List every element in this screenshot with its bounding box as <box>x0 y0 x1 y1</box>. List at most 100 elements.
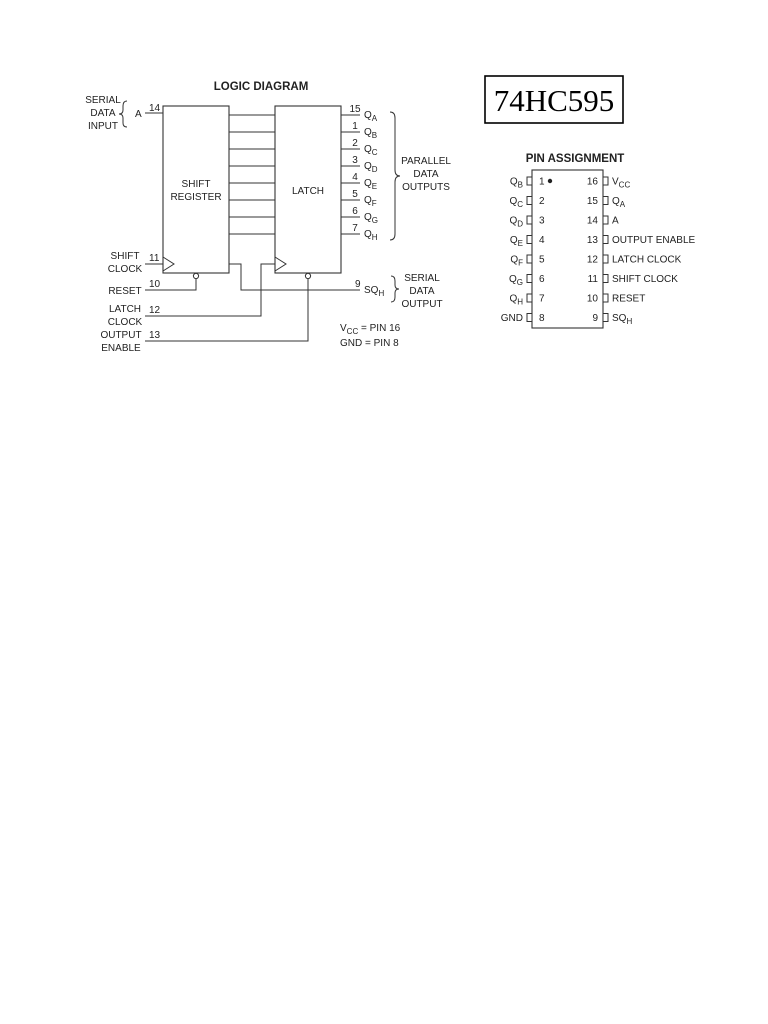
pin-name: QG <box>509 274 523 287</box>
pin-stub <box>602 196 609 205</box>
pin-number: 3 <box>539 216 545 227</box>
shift-clock-input: SHIFT CLOCK 11 <box>108 251 175 275</box>
serial-input-brace <box>118 100 128 128</box>
shift-clock-label-1: SHIFT <box>111 251 140 262</box>
parallel-output-pin-number: 2 <box>352 138 358 149</box>
pin-stub <box>526 196 533 205</box>
pin-number: 8 <box>539 313 545 324</box>
pin-number: 4 <box>539 235 545 246</box>
parallel-output-pin-number: 3 <box>352 155 358 166</box>
serial-output-label-3: OUTPUT <box>401 299 442 310</box>
pin-stub <box>526 254 533 264</box>
pin-name: QA <box>612 196 626 209</box>
serial-output-brace <box>390 275 400 303</box>
register-to-latch-bus <box>229 114 275 235</box>
pin-name: QE <box>510 235 523 248</box>
pin-name: QH <box>509 294 523 307</box>
shift-register-label-line1: SHIFT <box>182 179 211 190</box>
parallel-output-name: QC <box>364 144 378 157</box>
pin-number: 12 <box>587 255 599 266</box>
serial-input-pin-number: 14 <box>149 103 161 114</box>
pin-stub <box>602 176 609 186</box>
latch-block <box>274 105 342 274</box>
pin-stub <box>602 313 609 322</box>
reset-input: RESET 10 <box>108 272 200 297</box>
pin-name: GND <box>501 313 523 324</box>
parallel-outputs-label-3: OUTPUTS <box>402 182 450 193</box>
serial-input-pin-name: A <box>135 109 142 120</box>
pin-number: 14 <box>587 216 599 227</box>
pin-name: VCC <box>612 177 630 190</box>
shift-register-block <box>162 105 230 274</box>
pin-stub <box>526 235 533 244</box>
pin-number: 9 <box>592 313 598 324</box>
pin-name: OUTPUT ENABLE <box>612 235 695 246</box>
pin-name: QB <box>510 177 523 190</box>
gnd-note: GND = PIN 8 <box>340 338 399 349</box>
pin-stub <box>526 293 533 303</box>
latch-clock-pin-number: 12 <box>149 305 161 316</box>
output-enable-pin-number: 13 <box>149 330 161 341</box>
parallel-output-name: QF <box>364 195 377 208</box>
pin-name: QF <box>510 255 523 268</box>
pin-assignment: PIN ASSIGNMENT 1QB2QC3QD4QE5QF6QG7QH8GND… <box>501 153 695 329</box>
parallel-output-name: QG <box>364 212 378 225</box>
parallel-output-pin-number: 1 <box>352 121 358 132</box>
output-enable-label-1: OUTPUT <box>100 330 141 341</box>
pin-name: SHIFT CLOCK <box>612 274 678 285</box>
pin-stub <box>526 176 533 186</box>
serial-data-input-label-1: SERIAL <box>85 95 121 106</box>
parallel-output-pin-number: 5 <box>352 189 358 200</box>
shift-clock-pin-number: 11 <box>149 253 160 264</box>
parallel-output-name: QH <box>364 229 378 242</box>
pin-assignment-title: PIN ASSIGNMENT <box>526 153 625 165</box>
parallel-output-name: QA <box>364 110 378 123</box>
pin-stub <box>526 215 533 225</box>
pin-number: 1 <box>539 177 545 188</box>
parallel-outputs-brace <box>389 111 401 241</box>
serial-output-label-1: SERIAL <box>404 273 440 284</box>
parallel-output-name: QE <box>364 178 377 191</box>
pin-number: 13 <box>587 235 599 246</box>
pin-name: RESET <box>612 294 645 305</box>
pin-number: 11 <box>588 274 599 285</box>
parallel-output-pin-number: 6 <box>352 206 358 217</box>
parallel-output-pin-number: 4 <box>352 172 358 183</box>
pin-name: QD <box>509 216 523 229</box>
serial-output-pin-name: SQH <box>364 285 384 298</box>
pin-name: LATCH CLOCK <box>612 255 682 266</box>
ic-package-outline <box>531 169 604 329</box>
part-number-box: 74HC595 <box>484 75 624 124</box>
vcc-note: VCC = PIN 16 <box>340 323 401 336</box>
part-number: 74HC595 <box>494 83 615 118</box>
power-note: VCC = PIN 16 GND = PIN 8 <box>340 323 401 349</box>
pin-number: 7 <box>539 294 545 305</box>
output-enable-input: OUTPUT ENABLE 13 <box>100 272 312 354</box>
shift-clock-label-2: CLOCK <box>108 264 143 275</box>
pin-stub <box>602 274 609 283</box>
latch-clock-label-2: CLOCK <box>108 317 143 328</box>
pin-stub <box>602 235 609 244</box>
pin-number: 6 <box>539 274 545 285</box>
reset-label: RESET <box>108 286 141 297</box>
pin-name: A <box>612 216 619 227</box>
pin-number: 10 <box>587 294 599 305</box>
shift-register-label-line2: REGISTER <box>170 192 221 203</box>
logic-diagram-title: LOGIC DIAGRAM <box>214 81 309 93</box>
parallel-outputs-label-1: PARALLEL <box>401 156 451 167</box>
parallel-output-name: QD <box>364 161 378 174</box>
serial-data-input: SERIAL DATA INPUT A 14 <box>85 95 163 132</box>
reset-pin-number: 10 <box>149 279 161 290</box>
latch-clock-input: LATCH CLOCK 12 <box>108 256 287 328</box>
pin-name: SQH <box>612 313 632 326</box>
pin-stub <box>602 254 609 264</box>
serial-data-input-label-3: INPUT <box>88 121 118 132</box>
output-enable-inversion-bubble <box>304 272 312 280</box>
parallel-output-pin-number: 7 <box>352 223 358 234</box>
serial-output-pin-number: 9 <box>355 279 361 290</box>
serial-output-label-2: DATA <box>409 286 435 297</box>
parallel-outputs-label-2: DATA <box>413 169 439 180</box>
